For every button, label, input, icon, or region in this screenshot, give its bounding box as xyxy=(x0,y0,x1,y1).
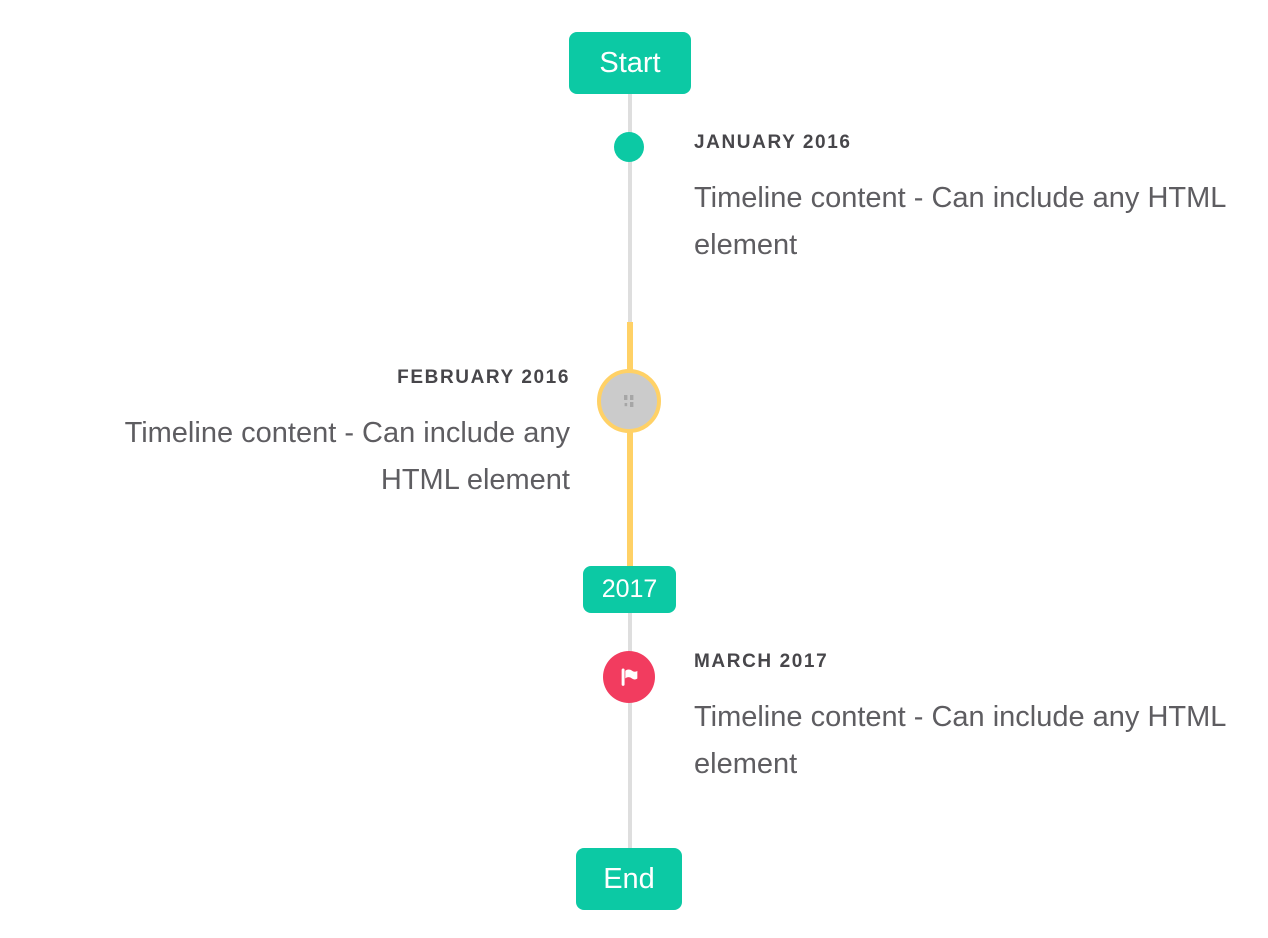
timeline-entry-january: JANUARY 2016 Timeline content - Can incl… xyxy=(694,133,1234,269)
february-disc-marker[interactable] xyxy=(597,369,661,433)
timeline-start-badge: Start xyxy=(569,32,691,94)
entry-content-january: Timeline content - Can include any HTML … xyxy=(694,182,1226,261)
entry-content-march: Timeline content - Can include any HTML … xyxy=(694,701,1226,780)
timeline-end-badge: End xyxy=(576,848,682,910)
timeline-entry-march: MARCH 2017 Timeline content - Can includ… xyxy=(694,652,1234,788)
march-flag-marker[interactable] xyxy=(603,651,655,703)
flag-icon xyxy=(616,664,642,690)
broken-image-icon xyxy=(621,394,637,408)
entry-title-february[interactable]: FEBRUARY 2016 xyxy=(397,367,570,388)
timeline-entry-february: FEBRUARY 2016 Timeline content - Can inc… xyxy=(40,368,570,504)
entry-title-january[interactable]: JANUARY 2016 xyxy=(694,132,852,153)
entry-content-february: Timeline content - Can include any HTML … xyxy=(124,417,570,496)
timeline-year-badge: 2017 xyxy=(583,566,676,613)
entry-title-march[interactable]: MARCH 2017 xyxy=(694,651,829,672)
january-dot-marker[interactable] xyxy=(614,132,644,162)
timeline-selected-segment xyxy=(627,322,633,566)
